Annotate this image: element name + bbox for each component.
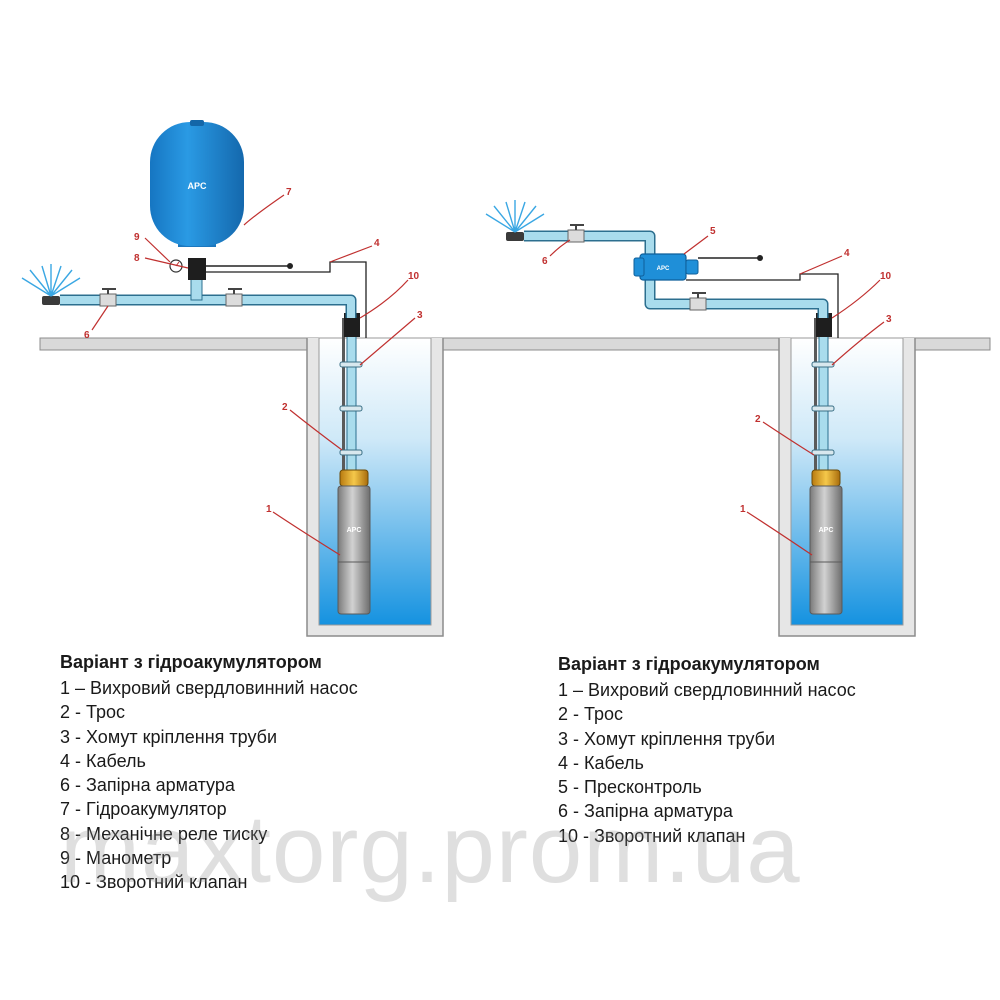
left-pipe-clamps bbox=[339, 361, 363, 456]
tank-brand: APC bbox=[187, 181, 207, 191]
left-check-valve bbox=[344, 313, 360, 337]
right-legend-item: 1 – Вихровий свердловинний насос bbox=[558, 680, 856, 700]
right-legend-title: Варіант з гідроакумулятором bbox=[558, 654, 820, 674]
left-callout-6: 6 bbox=[84, 330, 90, 341]
right-pump-brand: APC bbox=[819, 527, 834, 534]
right-press-control: APC bbox=[633, 253, 763, 281]
right-callout-4: 4 bbox=[844, 248, 850, 259]
left-callout-8: 8 bbox=[134, 253, 140, 264]
right-callout-2: 2 bbox=[755, 414, 761, 425]
left-well bbox=[306, 337, 444, 637]
left-sprinkler bbox=[21, 264, 81, 305]
left-pressure-switch bbox=[169, 258, 293, 280]
ground bbox=[39, 337, 991, 351]
left-callout-9: 9 bbox=[134, 232, 140, 243]
left-callout-10: 10 bbox=[408, 271, 420, 282]
left-legend-item: 10 - Зворотний клапан bbox=[60, 872, 248, 893]
left-legend-item: 1 – Вихровий свердловинний насос bbox=[60, 678, 358, 698]
left-callout-3: 3 bbox=[417, 310, 423, 321]
left-hydro-tank: APC bbox=[150, 120, 244, 247]
left-legend-title: Варіант з гідроакумулятором bbox=[60, 652, 322, 672]
right-well bbox=[778, 337, 916, 637]
left-legend-item: 6 - Запірна арматура bbox=[60, 775, 235, 796]
right-legend-item: 4 - Кабель bbox=[558, 752, 644, 773]
right-legend-item: 2 - Трос bbox=[558, 704, 624, 725]
press-brand: APC bbox=[657, 266, 670, 272]
right-callout-6: 6 bbox=[542, 256, 548, 267]
left-legend: Варіант з гідроакумулятором 1 – Вихровий… bbox=[60, 650, 358, 895]
right-callout-numbers: 1 2 3 4 5 6 10 bbox=[542, 226, 892, 515]
right-check-valve bbox=[816, 313, 832, 337]
right-callout-5: 5 bbox=[710, 226, 716, 237]
right-legend-item: 6 - Запірна арматура bbox=[558, 801, 733, 822]
right-callout-3: 3 bbox=[886, 314, 892, 325]
left-callout-4: 4 bbox=[374, 238, 380, 249]
left-pump: APC bbox=[337, 469, 371, 615]
right-callout-1: 1 bbox=[740, 504, 746, 515]
left-pump-brand: APC bbox=[347, 527, 362, 534]
left-callout-2: 2 bbox=[282, 402, 288, 413]
right-callouts bbox=[549, 235, 885, 556]
watermark: maxtorg.prom.ua bbox=[60, 796, 801, 903]
left-legend-item: 9 - Манометр bbox=[60, 848, 172, 869]
left-legend-item: 8 - Механічне реле тиску bbox=[60, 823, 268, 844]
right-legend-item: 5 - Пресконтроль bbox=[558, 777, 702, 798]
right-sprinkler bbox=[485, 200, 545, 241]
left-callout-numbers: 1 2 3 4 6 7 8 9 10 bbox=[84, 187, 423, 515]
left-legend-item: 3 - Хомут кріплення труби bbox=[60, 726, 278, 747]
right-legend-item: 3 - Хомут кріплення труби bbox=[558, 728, 776, 749]
right-legend-item: 10 - Зворотний клапан bbox=[558, 825, 746, 846]
left-legend-item: 2 - Трос bbox=[60, 702, 126, 723]
left-callout-1: 1 bbox=[266, 504, 272, 515]
right-supply-pipe bbox=[524, 230, 829, 318]
left-callouts bbox=[91, 194, 416, 556]
right-valves bbox=[567, 224, 707, 311]
left-legend-item: 7 - Гідроакумулятор bbox=[60, 799, 227, 820]
left-legend-item: 4 - Кабель bbox=[60, 750, 146, 771]
right-pipe-clamps bbox=[811, 361, 835, 456]
right-callout-10: 10 bbox=[880, 271, 892, 282]
left-valves bbox=[99, 288, 243, 307]
left-callout-7: 7 bbox=[286, 187, 292, 198]
right-pump: APC bbox=[809, 469, 843, 615]
right-legend: Варіант з гідроакумулятором 1 – Вихровий… bbox=[558, 652, 856, 848]
